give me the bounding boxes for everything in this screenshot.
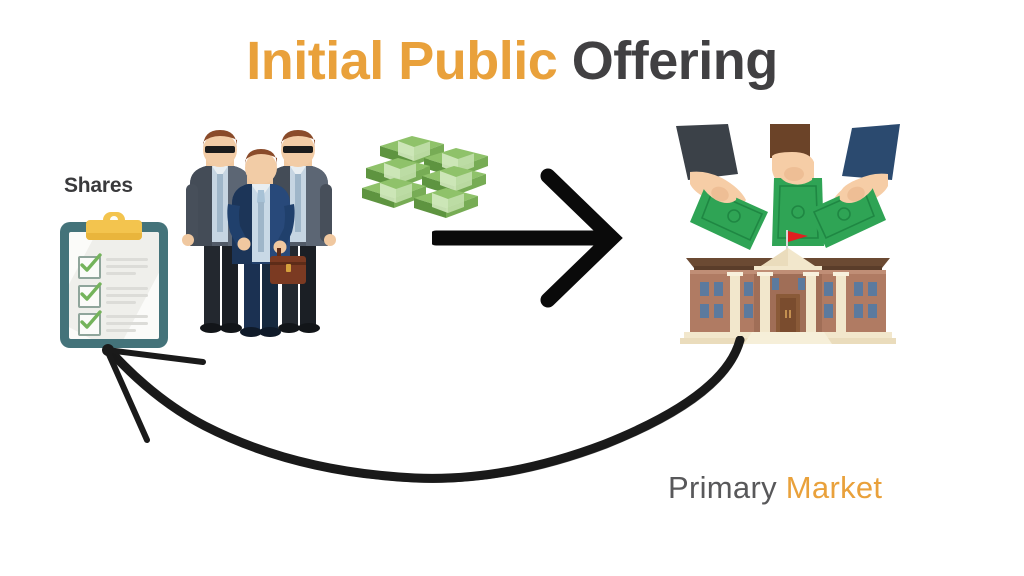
bank-building-icon bbox=[680, 228, 896, 350]
clipboard-text-line bbox=[106, 329, 136, 332]
shares-clipboard-icon bbox=[60, 212, 168, 348]
businessmen-group-icon bbox=[182, 122, 338, 340]
clipboard-checkbox bbox=[78, 310, 102, 336]
investor-hand-center bbox=[770, 124, 824, 246]
primary-market-label: Primary Market bbox=[668, 470, 882, 506]
clipboard-text-line bbox=[106, 258, 148, 261]
shares-label: Shares bbox=[64, 174, 133, 197]
clipboard-text-line bbox=[106, 322, 148, 325]
primary-market-label-orange: Market bbox=[785, 470, 883, 505]
clipboard-text-line bbox=[106, 294, 148, 297]
right-arrow-icon bbox=[428, 168, 632, 308]
clipboard-text-line bbox=[106, 315, 148, 318]
investor-hands-with-cash-icon bbox=[672, 122, 904, 250]
clipboard-text-line bbox=[106, 287, 148, 290]
page-title: Initial Public Offering bbox=[0, 34, 1024, 88]
clipboard-clip-plate-shade bbox=[86, 233, 142, 240]
clipboard-text-line bbox=[106, 265, 148, 268]
title-part-dark: Offering bbox=[571, 31, 779, 91]
clipboard-text-line bbox=[106, 301, 136, 304]
clipboard-checkbox bbox=[78, 282, 102, 308]
investor-hand-right bbox=[808, 124, 900, 248]
investor-hand-left bbox=[676, 124, 768, 250]
bank-flag-icon bbox=[786, 230, 808, 252]
title-part-orange: Initial Public bbox=[246, 31, 558, 91]
clipboard-text-line bbox=[106, 272, 136, 275]
clipboard-checkbox bbox=[78, 253, 102, 279]
executive-center-figure bbox=[227, 149, 306, 337]
feedback-curved-arrow-icon bbox=[85, 335, 765, 488]
primary-market-label-dark: Primary bbox=[668, 470, 777, 505]
